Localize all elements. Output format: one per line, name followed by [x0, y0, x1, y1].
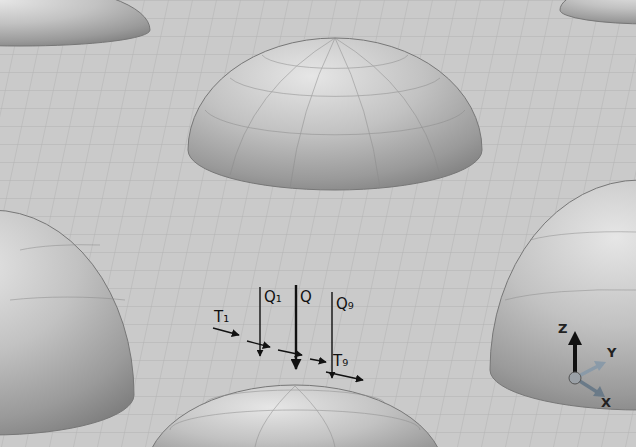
dome: [188, 38, 482, 190]
axis-triad: [568, 331, 606, 397]
dome: [0, 0, 150, 46]
dome: [0, 210, 134, 435]
traction-arrows: [213, 328, 363, 380]
traction-label: T₁: [214, 309, 229, 326]
axis-label: Z: [558, 322, 567, 336]
dome: [145, 385, 445, 447]
flux-label: Q: [300, 289, 312, 306]
traction-label: T₉: [333, 353, 348, 370]
dome: [560, 0, 636, 24]
axis-label: Y: [607, 346, 616, 360]
dome-mesh: [10, 38, 636, 447]
axis-label: X: [601, 396, 611, 410]
dome: [490, 180, 636, 410]
heat-flux-arrows: [260, 285, 332, 378]
flux-label: Q₉: [336, 296, 354, 313]
flux-label: Q₁: [264, 289, 282, 306]
